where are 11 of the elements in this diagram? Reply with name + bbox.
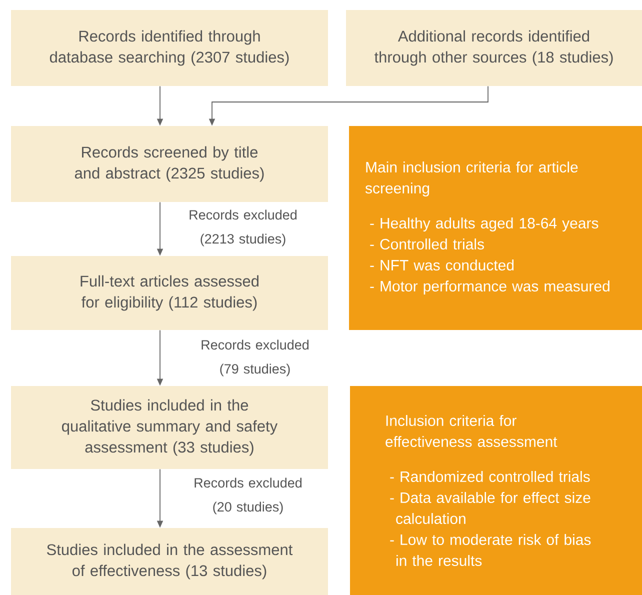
process-box: Full-text articles assessed for eligibility (112 studies) [11,256,328,330]
process-box: Records screened by title and abstract (2325 studies) [11,126,328,202]
process-box: Additional records identified through other sources (18 studies) [346,10,642,86]
process-box: Records identified through database searching (2307 studies) [11,10,328,86]
criteria-box: Inclusion criteria for effectiveness assessment - Randomized controlled trials - Data available for effect size calculation - Low to moderate risk of bias in the results [350,386,642,595]
process-box: Studies included in the qualitative summary and safety assessment (33 studies) [11,386,328,469]
process-box: Studies included in the assessment of effectiveness (13 studies) [11,528,328,595]
edge-label: Records excluded (20 studies) [194,478,302,514]
edge-label: Records excluded (2213 studies) [190,210,296,246]
edge-label: Records excluded (79 studies) [202,340,308,376]
criteria-box: Main inclusion criteria for article screening - Healthy adults aged 18-64 years - Controlled trials - NFT was conducted - Motor performance was measured [349,126,642,330]
